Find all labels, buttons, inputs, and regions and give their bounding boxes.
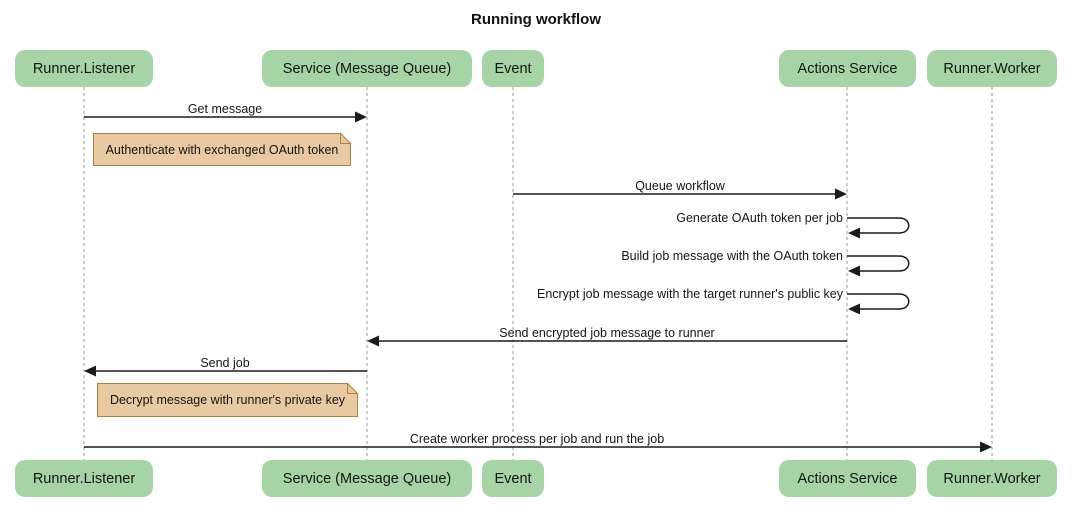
arrowhead-self-loop-2 bbox=[848, 265, 860, 277]
notes bbox=[93, 132, 359, 417]
actor-top-service-message-queue: Service (Message Queue) bbox=[262, 50, 472, 87]
diagram-title: Running workflow bbox=[471, 11, 601, 28]
actor-bottom-runner-worker: Runner.Worker bbox=[927, 460, 1057, 497]
actor-bottom-actions-service: Actions Service bbox=[779, 460, 916, 497]
arrowhead-send-encrypted-job-message bbox=[367, 335, 379, 347]
message-label-generate-oauth-token: Generate OAuth token per job bbox=[676, 211, 843, 225]
note-authenticate-oauth: Authenticate with exchanged OAuth token bbox=[105, 142, 339, 157]
message-label-send-encrypted-job: Send encrypted job message to runner bbox=[499, 326, 715, 340]
actor-top-actions-service: Actions Service bbox=[779, 50, 916, 87]
actor-label: Runner.Worker bbox=[943, 60, 1041, 77]
actor-label: Runner.Listener bbox=[32, 470, 136, 487]
message-label-build-job-message: Build job message with the OAuth token bbox=[621, 249, 843, 263]
message-label-send-job: Send job bbox=[200, 356, 250, 370]
actor-label: Actions Service bbox=[797, 60, 898, 77]
actor-bottom-service-message-queue: Service (Message Queue) bbox=[262, 460, 472, 497]
message-label-queue-workflow: Queue workflow bbox=[635, 179, 725, 193]
arrowhead-send-job bbox=[84, 365, 96, 377]
self-loop-build-job-message bbox=[847, 255, 910, 272]
actor-label: Actions Service bbox=[797, 470, 898, 487]
message-label-encrypt-job-message: Encrypt job message with the target runn… bbox=[536, 287, 843, 301]
actor-label: Runner.Listener bbox=[32, 60, 136, 77]
arrowhead-self-loop-3 bbox=[848, 303, 860, 315]
actor-top-event: Event bbox=[482, 50, 544, 87]
self-loop-encrypt-job-message bbox=[847, 293, 910, 310]
actor-label: Service (Message Queue) bbox=[282, 60, 452, 77]
message-label-create-worker: Create worker process per job and run th… bbox=[409, 432, 665, 446]
lifelines bbox=[83, 87, 993, 460]
self-loop-generate-oauth-token bbox=[847, 217, 910, 234]
arrowhead-get-message bbox=[355, 111, 367, 123]
actor-label: Event bbox=[494, 470, 532, 487]
note-shape-authenticate bbox=[93, 133, 351, 166]
note-fold-decrypt bbox=[347, 382, 359, 394]
actor-label: Runner.Worker bbox=[943, 470, 1041, 487]
message-label-get-message: Get message bbox=[187, 102, 263, 116]
arrowhead-create-worker-process bbox=[980, 441, 992, 453]
actor-top-runner-listener: Runner.Listener bbox=[15, 50, 153, 87]
message-arrows bbox=[84, 116, 981, 448]
note-decrypt-message: Decrypt message with runner's private ke… bbox=[109, 393, 346, 407]
note-fold-authenticate bbox=[340, 132, 352, 144]
arrowheads bbox=[84, 111, 992, 453]
note-shape-decrypt bbox=[97, 383, 358, 417]
actor-bottom-event: Event bbox=[482, 460, 544, 497]
actor-top-runner-worker: Runner.Worker bbox=[927, 50, 1057, 87]
actor-label: Service (Message Queue) bbox=[282, 470, 452, 487]
arrowhead-self-loop-1 bbox=[848, 227, 860, 239]
actor-bottom-runner-listener: Runner.Listener bbox=[15, 460, 153, 497]
actor-label: Event bbox=[494, 60, 532, 77]
arrowhead-queue-workflow bbox=[835, 188, 847, 200]
